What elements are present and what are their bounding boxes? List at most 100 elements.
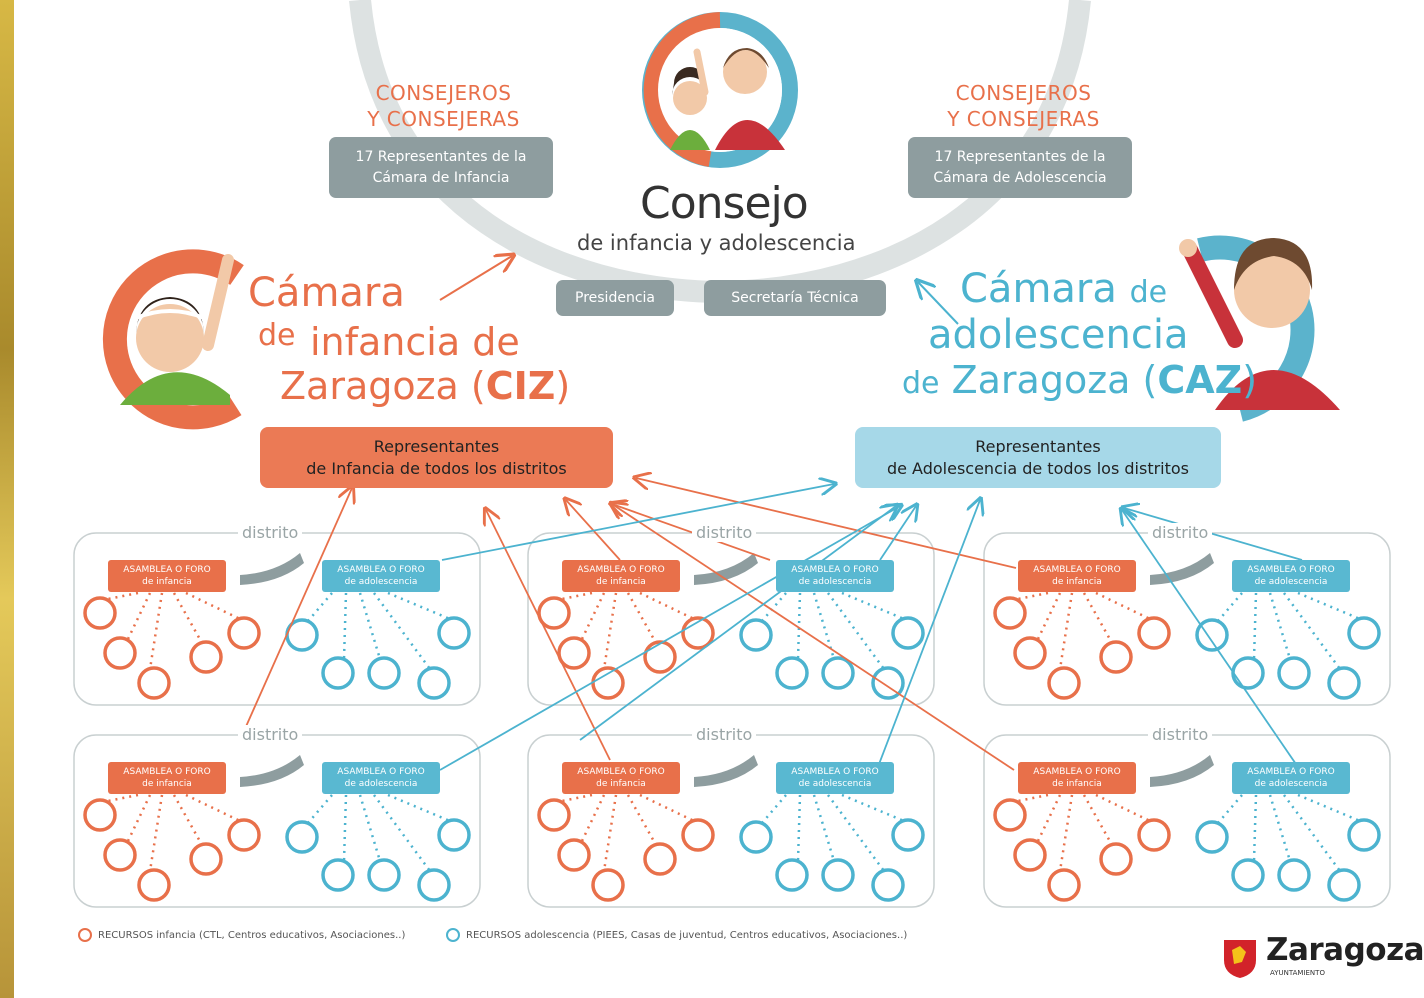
- right-councillors-box: 17 Representantes de la Cámara de Adoles…: [908, 137, 1132, 198]
- council-subtitle: de infancia y adolescencia: [577, 231, 856, 255]
- connector-arrow: [1122, 510, 1301, 771]
- resource-circle-blue: [775, 858, 809, 892]
- resource-circle-blue: [871, 868, 905, 902]
- connector-arrow: [439, 506, 900, 771]
- resource-link-orange: [185, 793, 241, 823]
- caz-emblem: [1179, 235, 1340, 422]
- resource-circle-blue: [871, 666, 905, 700]
- resource-link-blue: [1297, 793, 1361, 823]
- resource-circle-orange: [1047, 868, 1081, 902]
- resource-link-blue: [358, 592, 382, 660]
- assembly-adolescencia-box: ASAMBLEA O FORO de adolescencia: [322, 762, 440, 794]
- resource-link-orange: [1095, 793, 1151, 823]
- resource-link-blue: [342, 794, 348, 862]
- resource-circle-orange: [537, 596, 571, 630]
- resource-circle-orange: [537, 798, 571, 832]
- resource-link-orange: [172, 794, 204, 846]
- resource-circle-orange: [591, 868, 625, 902]
- zaragoza-logo: Zaragoza AYUNTAMIENTO: [1222, 932, 1424, 982]
- resource-link-blue: [372, 794, 432, 872]
- resource-circle-orange: [1099, 640, 1133, 674]
- district-label: distrito: [692, 725, 757, 744]
- resource-circle-orange: [1099, 842, 1133, 876]
- resource-link-blue: [387, 793, 451, 823]
- resource-link-orange: [1095, 591, 1151, 621]
- resource-link-orange: [602, 794, 618, 872]
- rep-infancia-box: Representantes de Infancia de todos los …: [260, 427, 613, 488]
- district-curve-icon: [240, 553, 304, 585]
- district-label: distrito: [1148, 725, 1213, 744]
- legend-infancia: RECURSOS infancia (CTL, Centros educativ…: [78, 928, 405, 942]
- resource-circle-orange: [993, 596, 1027, 630]
- assembly-adolescencia-box: ASAMBLEA O FORO de adolescencia: [776, 560, 894, 592]
- resource-circle-orange: [227, 616, 261, 650]
- resource-link-orange: [107, 793, 139, 803]
- resource-circle-blue: [417, 666, 451, 700]
- resource-link-blue: [761, 794, 787, 824]
- resource-link-blue: [1252, 592, 1258, 660]
- resource-circle-orange: [643, 842, 677, 876]
- resource-link-orange: [107, 591, 139, 601]
- resource-link-blue: [1268, 592, 1292, 660]
- resource-circle-blue: [739, 820, 773, 854]
- resource-circle-orange: [591, 666, 625, 700]
- connector-arrow: [486, 510, 611, 761]
- resource-link-blue: [307, 794, 333, 824]
- president-box: Presidencia: [556, 280, 674, 316]
- resource-link-orange: [148, 794, 164, 872]
- resource-circle-orange: [1137, 818, 1171, 852]
- resource-circle-blue: [1347, 616, 1381, 650]
- connector-arrow: [239, 488, 352, 741]
- resource-link-orange: [580, 592, 606, 640]
- resource-link-blue: [826, 592, 886, 670]
- resource-link-orange: [1082, 794, 1114, 846]
- connector-arrow: [1124, 508, 1303, 561]
- resource-circle-blue: [437, 818, 471, 852]
- resource-circle-orange: [681, 818, 715, 852]
- resource-circle-blue: [417, 868, 451, 902]
- assembly-infancia-box: ASAMBLEA O FORO de infancia: [1018, 762, 1136, 794]
- resource-link-blue: [1268, 794, 1292, 862]
- resource-circle-orange: [227, 818, 261, 852]
- resource-link-orange: [561, 591, 593, 601]
- assembly-infancia-box: ASAMBLEA O FORO de infancia: [108, 762, 226, 794]
- resource-circle-blue: [1195, 618, 1229, 652]
- resource-link-orange: [626, 592, 658, 644]
- secretary-box: Secretaría Técnica: [704, 280, 886, 316]
- resource-circle-orange: [1137, 616, 1171, 650]
- assembly-adolescencia-box: ASAMBLEA O FORO de adolescencia: [1232, 762, 1350, 794]
- resource-circle-blue: [367, 858, 401, 892]
- resource-circle-orange: [189, 640, 223, 674]
- resource-circle-blue: [891, 616, 925, 650]
- resource-link-blue: [841, 591, 905, 621]
- resource-circle-orange: [1047, 666, 1081, 700]
- resource-link-orange: [580, 794, 606, 842]
- resource-link-blue: [387, 591, 451, 621]
- resource-link-blue: [1252, 794, 1258, 862]
- resource-circle-blue: [1327, 868, 1361, 902]
- resource-link-blue: [342, 592, 348, 660]
- resource-link-orange: [1036, 592, 1062, 640]
- resource-link-orange: [185, 591, 241, 621]
- council-emblem: [642, 12, 798, 168]
- resource-circle-blue: [1327, 666, 1361, 700]
- resource-link-orange: [1082, 592, 1114, 644]
- connector-arrow: [612, 504, 1015, 771]
- connector-arrow: [636, 478, 1017, 569]
- resource-circle-blue: [367, 656, 401, 690]
- resource-link-orange: [126, 592, 152, 640]
- district-label: distrito: [238, 725, 303, 744]
- district-curve-icon: [694, 553, 758, 585]
- resource-link-orange: [639, 591, 695, 621]
- ciz-emblem: [102, 249, 244, 430]
- resource-circle-orange: [643, 640, 677, 674]
- district-curve-icon: [1150, 755, 1214, 787]
- district-label: distrito: [1148, 523, 1213, 542]
- resource-link-blue: [1217, 592, 1243, 622]
- assembly-adolescencia-box: ASAMBLEA O FORO de adolescencia: [776, 762, 894, 794]
- resource-circle-blue: [821, 858, 855, 892]
- resource-circle-orange: [137, 868, 171, 902]
- connector-arrow: [441, 484, 834, 561]
